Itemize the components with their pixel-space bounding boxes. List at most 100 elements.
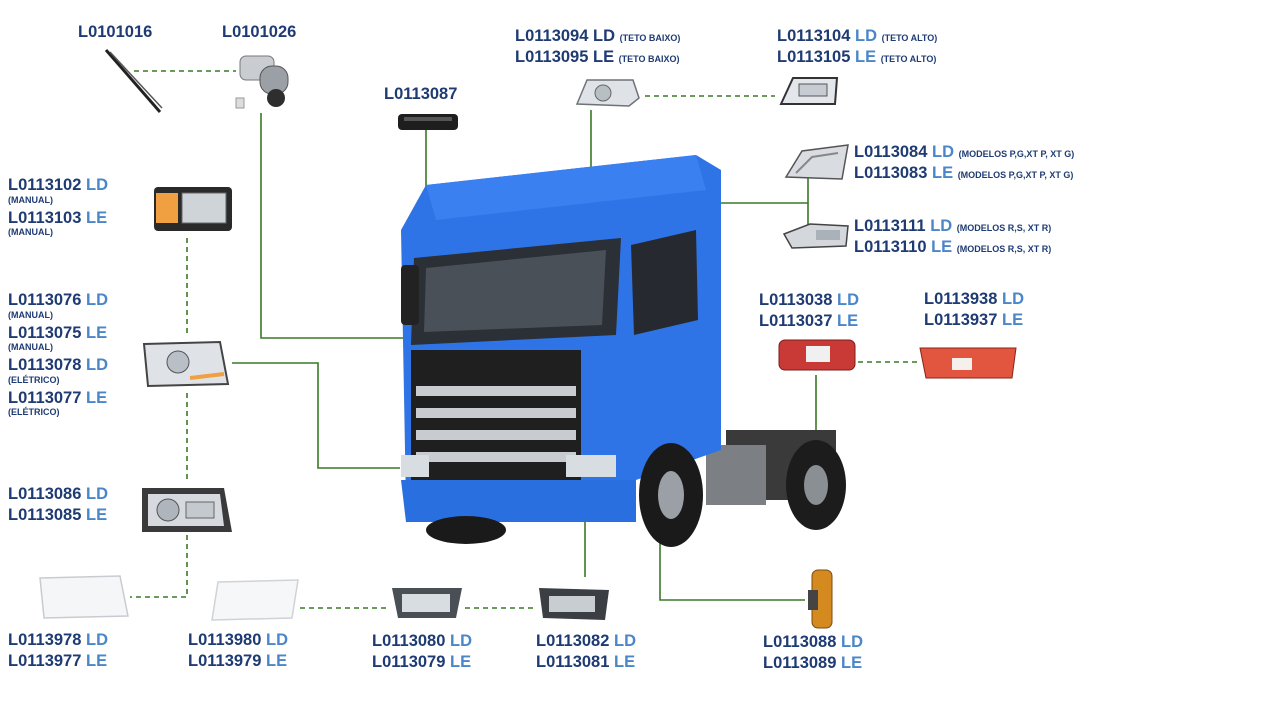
- side-clear-ld: LD: [86, 485, 108, 503]
- high-roof-lamp-image: [779, 77, 839, 105]
- code-pg-le: L0113083: [854, 163, 928, 182]
- code-fog2-ld: L0113082: [536, 632, 610, 650]
- code-wiper-motor: L0101026: [222, 23, 297, 41]
- label-fog2: L0113082 LD L0113081 LE: [536, 633, 636, 674]
- label-wiper: L0101016: [78, 24, 152, 45]
- code-sun-visor-light: L0113087: [384, 85, 458, 103]
- side-rs-le: LE: [931, 237, 953, 256]
- label-sun-visor-light: L0113087: [384, 86, 457, 107]
- side-high-roof-le: LE: [855, 47, 877, 66]
- fog-lamp-1-image: [392, 588, 462, 618]
- lens-cover-2-image: [211, 579, 299, 621]
- code-fog2-le: L0113081: [536, 652, 610, 671]
- note-pg-ld: (MODELOS P,G,XT P, XT G): [958, 149, 1075, 159]
- fog-lamp-2-image: [539, 588, 609, 620]
- label-tail-small: L0113038 LD L0113037 LE: [759, 292, 859, 333]
- code-clear-ld: L0113086: [8, 485, 82, 503]
- note-manual-ld: (MANUAL): [8, 194, 53, 205]
- label-manual-head: L0113102 LD (MANUAL) L0113103 LE (MANUAL…: [8, 177, 108, 242]
- code-main-le1: L0113075: [8, 323, 82, 342]
- label-clear-head: L0113086 LD L0113085 LE: [8, 486, 108, 527]
- note-main-le2: (ELÉTRICO): [8, 407, 60, 417]
- main-headlamp-image: [142, 340, 230, 388]
- note-rs-le: (MODELOS R,S, XT R): [956, 243, 1052, 254]
- code-main-ld1: L0113076: [8, 291, 82, 309]
- side-high-roof-ld: LD: [855, 27, 877, 45]
- code-tail-big-ld: L0113938: [924, 290, 998, 308]
- code-main-ld2: L0113078: [8, 356, 82, 374]
- code-manual-le: L0113103: [8, 208, 82, 227]
- code-tail-small-le: L0113037: [759, 311, 833, 330]
- side-tail-big-le: LE: [1002, 310, 1024, 329]
- lens-cover-1-image: [39, 575, 129, 619]
- label-corner: L0113088 LD L0113089 LE: [763, 634, 863, 675]
- truck-image: [401, 155, 846, 547]
- pg-side-lamp-image: [784, 144, 849, 180]
- code-fog1-ld: L0113080: [372, 632, 446, 650]
- sun-visor-light-image: [398, 114, 458, 130]
- side-clear-le: LE: [86, 505, 108, 524]
- note-main-le1: (MANUAL): [8, 342, 53, 352]
- label-rs-lamps: L0113111 LD (MODELOS R,S, XT R) L0113110…: [854, 218, 1051, 259]
- label-main-head: L0113076 LD (MANUAL) L0113075 LE (MANUAL…: [8, 292, 108, 422]
- label-wiper-motor: L0101026: [222, 24, 296, 45]
- note-main-ld1: (MANUAL): [8, 309, 53, 320]
- rs-side-lamp-image: [782, 223, 849, 249]
- side-main-le2: LE: [86, 388, 108, 407]
- note-high-roof-le: (TETO ALTO): [880, 53, 937, 64]
- side-main-le1: LE: [86, 323, 108, 342]
- code-corner-ld: L0113088: [763, 633, 837, 651]
- connector-wiper-motor: [260, 113, 412, 339]
- tail-lamp-small-image: [778, 339, 856, 371]
- label-lens2: L0113980 LD L0113979 LE: [188, 632, 288, 673]
- code-rs-le: L0113110: [854, 237, 927, 256]
- side-main-ld1: LD: [86, 291, 108, 309]
- side-manual-le: LE: [86, 208, 108, 227]
- note-pg-le: (MODELOS P,G,XT P, XT G): [957, 169, 1074, 180]
- label-lens1: L0113978 LD L0113977 LE: [8, 632, 108, 673]
- side-fog2-le: LE: [614, 652, 636, 671]
- side-rs-ld: LD: [930, 217, 953, 235]
- code-lens1-ld: L0113978: [8, 631, 82, 649]
- label-tail-big: L0113938 LD L0113937 LE: [924, 291, 1024, 332]
- side-lens1-ld: LD: [86, 631, 108, 649]
- low-roof-lamp-image: [575, 79, 640, 107]
- code-rs-ld: L0113111: [854, 217, 926, 235]
- code-high-roof-ld: L0113104: [777, 27, 851, 45]
- note-high-roof-ld: (TETO ALTO): [881, 33, 938, 43]
- side-corner-ld: LD: [841, 633, 863, 651]
- code-low-roof-ld: L0113094 LD: [515, 27, 615, 45]
- code-high-roof-le: L0113105: [777, 47, 851, 66]
- code-lens2-le: L0113979: [188, 651, 262, 670]
- note-rs-ld: (MODELOS R,S, XT R): [956, 223, 1052, 233]
- side-fog2-ld: LD: [614, 632, 636, 650]
- side-main-ld2: LD: [86, 356, 108, 374]
- note-low-roof-ld: (TETO BAIXO): [619, 33, 681, 43]
- wiper-blade-image: [104, 49, 163, 113]
- side-lens2-le: LE: [266, 651, 288, 670]
- side-tail-small-ld: LD: [837, 291, 859, 309]
- clear-headlamp-image: [142, 488, 232, 532]
- label-low-roof: L0113094 LD (TETO BAIXO) L0113095 LE (TE…: [515, 28, 680, 69]
- side-pg-le: LE: [932, 163, 954, 182]
- code-clear-le: L0113085: [8, 505, 82, 524]
- label-pg-lamps: L0113084 LD (MODELOS P,G,XT P, XT G) L01…: [854, 144, 1074, 185]
- side-fog1-ld: LD: [450, 632, 472, 650]
- side-tail-big-ld: LD: [1002, 290, 1024, 308]
- note-main-ld2: (ELÉTRICO): [8, 374, 60, 385]
- code-corner-le: L0113089: [763, 653, 837, 672]
- code-tail-small-ld: L0113038: [759, 291, 833, 309]
- side-pg-ld: LD: [932, 143, 954, 161]
- note-low-roof-le: (TETO BAIXO): [618, 53, 680, 64]
- manual-headlamp-image: [154, 187, 232, 231]
- code-wiper: L0101016: [78, 23, 153, 41]
- code-fog1-le: L0113079: [372, 652, 446, 671]
- note-manual-le: (MANUAL): [8, 227, 53, 237]
- label-high-roof: L0113104 LD (TETO ALTO) L0113105 LE (TET…: [777, 28, 937, 69]
- side-corner-le: LE: [841, 653, 863, 672]
- code-pg-ld: L0113084: [854, 143, 928, 161]
- code-lens1-le: L0113977: [8, 651, 82, 670]
- tail-lamp-big-image: [919, 347, 1017, 379]
- side-lens2-ld: LD: [266, 631, 288, 649]
